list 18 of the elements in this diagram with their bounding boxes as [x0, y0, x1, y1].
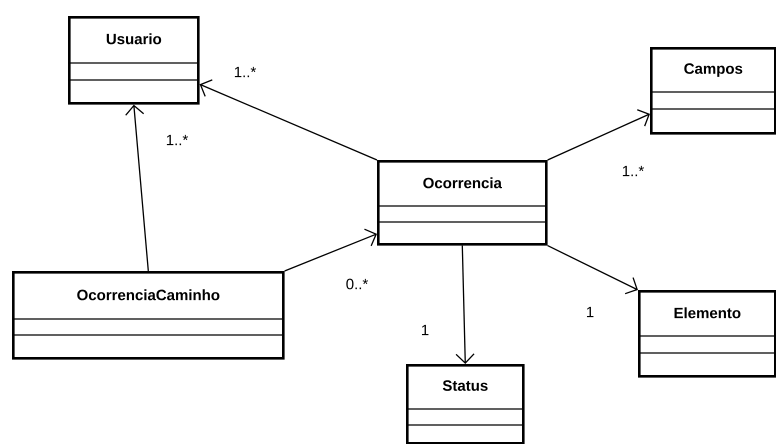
multiplicity-label: 1..* [232, 66, 258, 78]
association-arrow [200, 79, 378, 161]
association-arrow [547, 109, 650, 161]
class-box: Ocorrencia [377, 160, 548, 246]
multiplicity-label: 1 [584, 306, 596, 318]
multiplicity-label: 0..* [344, 278, 370, 290]
class-box: Campos [650, 47, 776, 135]
association-arrow [125, 104, 149, 272]
multiplicity-label: 1..* [620, 164, 646, 178]
class-box: Elemento [638, 290, 776, 378]
association-arrow [284, 228, 377, 272]
association-arrow [456, 246, 475, 364]
multiplicity-label: 1 [420, 324, 430, 336]
class-box: OcorrenciaCaminho [12, 271, 285, 360]
class-box: Status [406, 364, 525, 444]
association-arrow [547, 245, 638, 294]
multiplicity-label: 1..* [164, 134, 190, 146]
class-box: Usuario [68, 16, 200, 105]
